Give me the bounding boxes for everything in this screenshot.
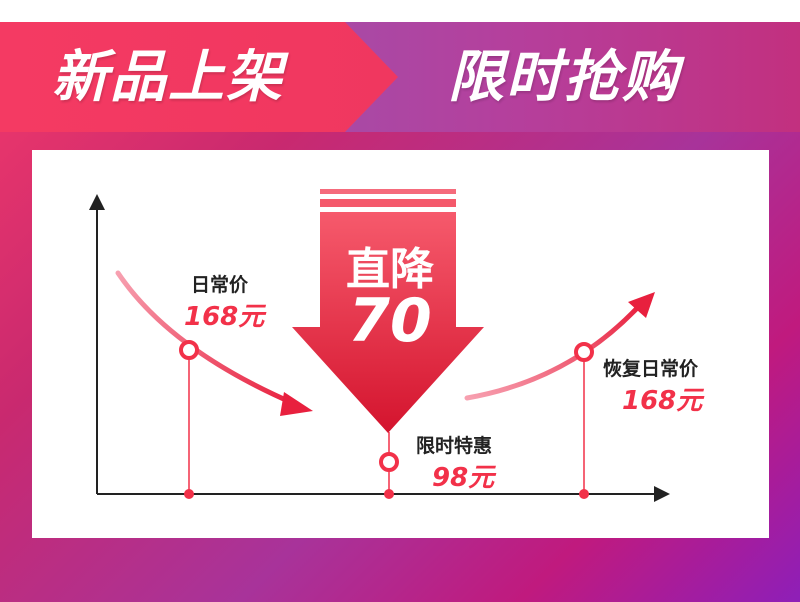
promo-price-label: 限时特惠 [416, 435, 493, 457]
restored-price-value: 168元 [622, 386, 703, 416]
header-left-title: 新品上架 [52, 45, 284, 110]
top-strip [0, 0, 800, 22]
axis-dot-regular [184, 489, 194, 499]
header-left-banner [0, 22, 398, 132]
axis-dot-restored [579, 489, 589, 499]
badge-down-arrow [292, 212, 484, 433]
regular-price-label: 日常价 [191, 274, 249, 296]
badge-stripe-mid [320, 199, 456, 207]
y-axis-arrow [89, 194, 105, 210]
restored-price-label: 恢复日常价 [603, 358, 699, 380]
header-right-title: 限时抢购 [448, 45, 680, 110]
point-marker-regular [179, 340, 199, 360]
point-marker-promo [379, 452, 399, 472]
ascending-curve-arrowhead [628, 292, 655, 318]
regular-price-value: 168元 [184, 302, 265, 332]
descending-curve-arrowhead [280, 392, 313, 416]
ascending-curve [464, 302, 643, 401]
point-marker-restored [574, 342, 594, 362]
badge-title: 直降 [346, 244, 434, 295]
header-right-band [330, 22, 800, 132]
axis-dot-promo [384, 489, 394, 499]
promo-price-value: 98元 [432, 463, 495, 493]
x-axis-arrow [654, 486, 670, 502]
badge-stripe-top [320, 189, 456, 194]
badge-amount: 70 [348, 286, 432, 356]
